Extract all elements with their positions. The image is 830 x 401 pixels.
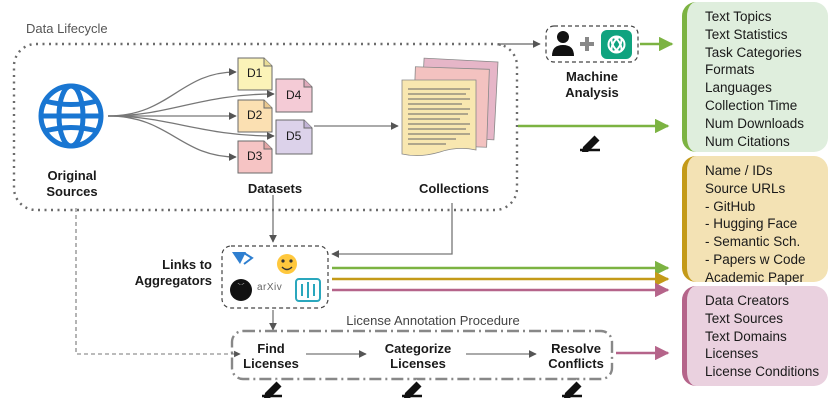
license-procedure-title: License Annotation Procedure <box>346 313 520 328</box>
yellow-attributes-panel: Name / IDs Source URLs - GitHub - Huggin… <box>682 156 828 285</box>
aggregators-label: Links to Aggregators <box>134 257 212 288</box>
panel-item: Name / IDs <box>705 163 773 178</box>
doc-d5 <box>275 119 313 155</box>
doc-d5-label: D5 <box>286 129 302 143</box>
collections-to-aggregators-arrow <box>331 203 453 258</box>
panel-item: Languages <box>705 80 772 96</box>
to-machine-arrow <box>499 40 541 48</box>
panel-item: Data Creators <box>705 293 790 308</box>
doc-d4 <box>275 78 313 113</box>
categorize-pen-icon <box>400 378 425 400</box>
dataset-docs <box>237 57 313 174</box>
doc-d4-label: D4 <box>286 88 302 102</box>
panel-item: Collection Time <box>705 97 798 113</box>
original-sources-label: Original Sources <box>46 168 98 199</box>
green-attributes-panel: Text Topics Text Statistics Task Categor… <box>682 2 828 152</box>
panel-item: - Hugging Face <box>705 216 798 232</box>
panel-item: Academic Paper <box>705 269 805 285</box>
chatgpt-icon <box>601 30 632 59</box>
source-to-dataset-curves <box>107 68 275 161</box>
panel-item: Text Topics <box>705 9 772 24</box>
sources-to-find-arrow <box>75 208 241 358</box>
arxiv-logo: arXiv <box>257 282 283 293</box>
papers-with-code-icon <box>232 252 254 265</box>
resolve-conflicts-label: Resolve Conflicts <box>548 341 604 371</box>
license-procedure-box <box>230 329 614 381</box>
panel-item: - GitHub <box>705 198 756 214</box>
plus-icon <box>580 37 594 51</box>
manual-pen-icon <box>578 132 603 154</box>
panel-item: Source URLs <box>705 180 786 196</box>
datasets-label: Datasets <box>247 181 303 196</box>
panel-item: - Semantic Sch. <box>705 234 801 250</box>
semantic-scholar-icon <box>295 278 321 302</box>
panel-item: Text Sources <box>705 310 784 326</box>
find-pen-icon <box>260 378 285 400</box>
pink-attributes-panel: Data Creators Text Sources Text Domains … <box>682 286 828 386</box>
collections-label: Collections <box>418 181 490 196</box>
doc-d2-label: D2 <box>247 108 263 122</box>
panel-item: Text Domains <box>705 328 787 344</box>
panel-item: - Papers w Code <box>705 251 806 267</box>
panel-item: Formats <box>705 62 755 78</box>
categorize-licenses-label: Categorize Licenses <box>384 341 452 371</box>
panel-item: Text Statistics <box>705 26 788 42</box>
globe-icon <box>38 83 104 149</box>
github-icon <box>230 279 252 301</box>
panel-item: Num Citations <box>705 133 790 149</box>
machine-analysis-label: Machine Analysis <box>565 69 619 100</box>
panel-item: Task Categories <box>705 44 802 60</box>
hugging-face-icon <box>277 254 297 274</box>
find-licenses-label: Find Licenses <box>243 341 299 371</box>
panel-item: License Conditions <box>705 364 820 380</box>
lifecycle-box <box>12 42 519 212</box>
panel-item: Licenses <box>705 346 759 362</box>
doc-d1-label: D1 <box>247 66 263 80</box>
collections-stack <box>401 57 499 156</box>
doc-d3-label: D3 <box>247 149 263 163</box>
person-icon <box>552 31 574 56</box>
resolve-pen-icon <box>560 378 585 400</box>
lifecycle-title: Data Lifecycle <box>26 21 108 36</box>
panel-item: Num Downloads <box>705 115 805 131</box>
